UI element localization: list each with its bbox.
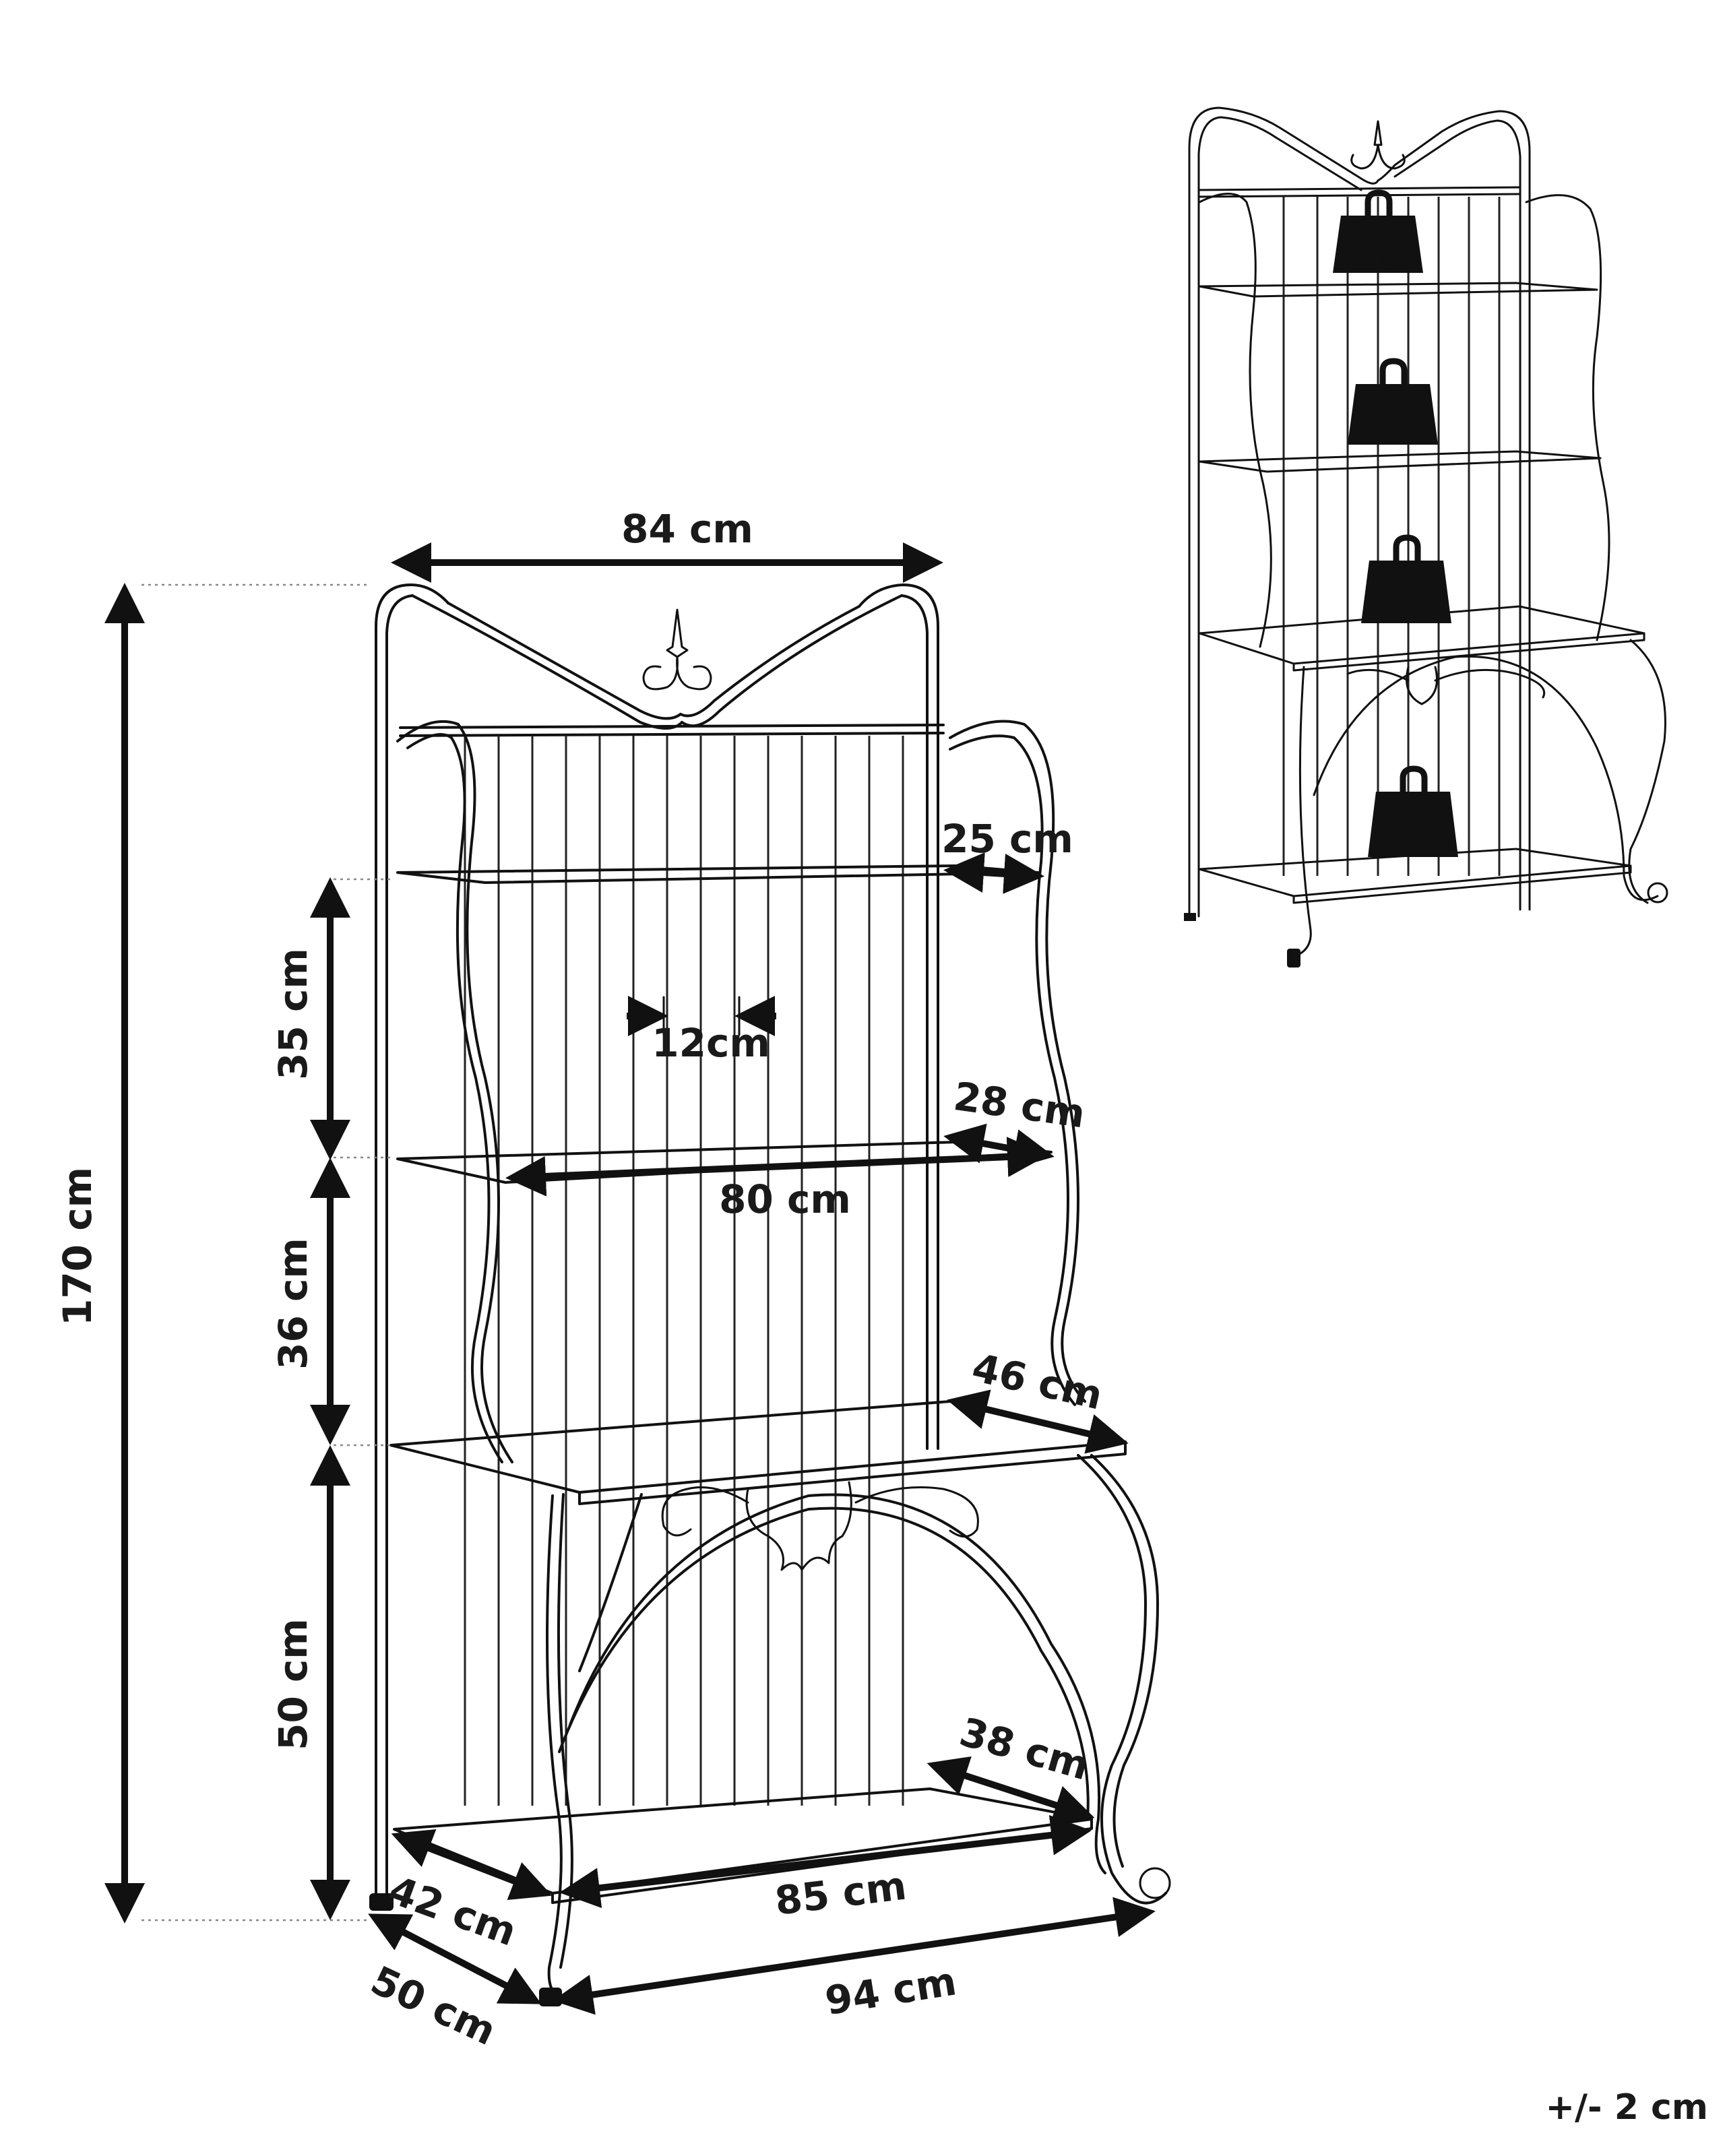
label-middle-depth: 28 cm (951, 1073, 1088, 1137)
label-gap-middle: 36 cm (270, 1238, 316, 1370)
weight-label-1a: MAX (1356, 226, 1402, 247)
label-base-width: 85 cm (772, 1862, 909, 1924)
crest (447, 602, 682, 720)
weight-label-4a: MAX (1391, 806, 1437, 827)
load-limit-icons: MAX 30 kg MAX 30 kg MAX 30 kg MAX 30 kg (1333, 189, 1458, 857)
base-depth-arrow (927, 1756, 1095, 1825)
foot-depth-arrow (368, 1913, 542, 2004)
apron-scroll (745, 1481, 852, 1571)
left-side-arm (396, 720, 513, 1463)
label-gap-bottom: 50 cm (270, 1618, 316, 1750)
right-foot-scroll (1139, 1867, 1171, 1899)
front-arch (569, 1493, 1106, 1874)
weight-label-2a: MAX (1371, 396, 1417, 417)
left-foot (369, 1893, 394, 1911)
label-foot-width: 94 cm (822, 1958, 960, 2024)
counter-depth-arrow (947, 1389, 1129, 1454)
weight-icon: MAX 30 kg (1361, 534, 1451, 623)
weight-label-4b: 30 kg (1385, 827, 1442, 848)
weight-label-3a: MAX (1384, 574, 1431, 595)
label-middle-width: 80 cm (719, 1176, 851, 1222)
back-slats (464, 736, 904, 1806)
foot-width-arrow (553, 1897, 1156, 2015)
front-right-leg (1077, 1454, 1167, 1905)
dimension-lines (104, 542, 1156, 2015)
top-shelf (396, 864, 1039, 884)
weight-icon: MAX 30 kg (1333, 189, 1423, 273)
base-side-arrow (391, 1829, 553, 1900)
label-gap-top: 35 cm (270, 948, 316, 1080)
right-side-arm (949, 720, 1086, 1403)
left-post (375, 583, 449, 1898)
label-total-height: 170 cm (55, 1167, 100, 1326)
right-post (858, 583, 939, 1450)
weight-label-3b: 30 kg (1379, 596, 1435, 616)
weight-icon: MAX 30 kg (1368, 765, 1458, 857)
weight-label-2b: 30 kg (1365, 418, 1422, 439)
weight-icon: MAX 30 kg (1348, 358, 1438, 445)
front-left-foot (539, 1988, 562, 2006)
weight-label-1b: 30 kg (1350, 248, 1407, 269)
label-top-depth: 25 cm (941, 816, 1073, 862)
tolerance-note: +/- 2 cm (1545, 2087, 1708, 2128)
middle-width-arrow (505, 1137, 1048, 1197)
main-rack (369, 583, 1171, 2006)
label-total-width: 84 cm (621, 506, 753, 552)
label-slat-spacing: 12cm (652, 1020, 770, 1066)
top-depth-arrow (943, 852, 1044, 894)
label-base-side: 42 cm (383, 1867, 522, 1955)
base-width-arrow (559, 1815, 1092, 1908)
finial-ornament (666, 608, 689, 658)
